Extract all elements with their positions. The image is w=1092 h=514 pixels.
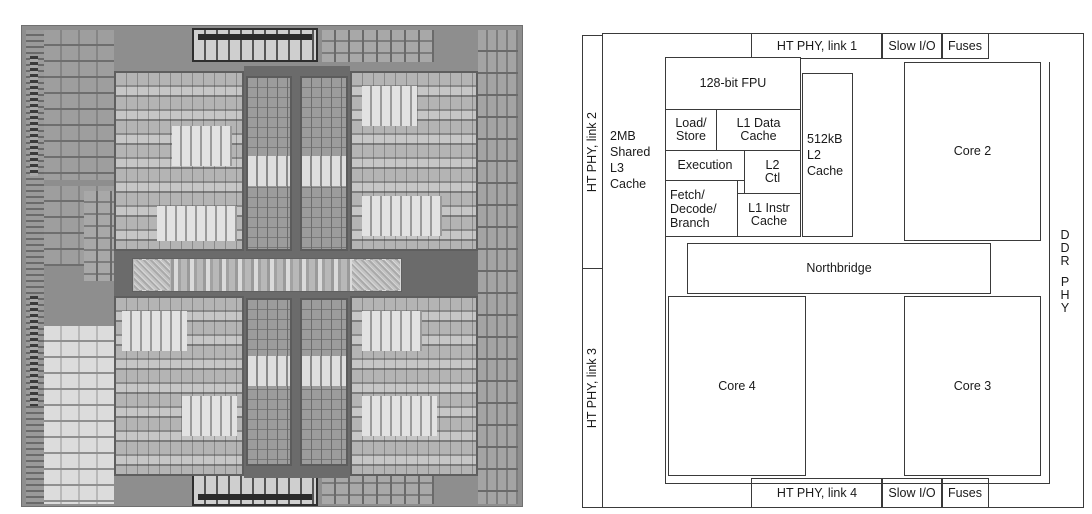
die-l3-array-upper [44, 30, 114, 180]
core-region-outline-left [665, 236, 751, 484]
die-l2-top-left-tags [248, 156, 290, 186]
load-store-block: Load/ Store [665, 109, 717, 151]
fuses-bottom-label: Fuses [947, 485, 983, 500]
die-l2-top-right-tags [302, 156, 346, 186]
ht-phy-link1-block: HT PHY, link 1 [751, 33, 883, 59]
die-northbridge-logic-left [134, 260, 170, 290]
die-l3-array-lower [44, 326, 114, 504]
die-core-top-left-cache-2 [157, 206, 237, 241]
core2-label: Core 2 [953, 144, 992, 158]
ddr-phy-letter: P [1060, 275, 1070, 289]
fpu-label: 128-bit FPU [699, 76, 767, 90]
die-core-bottom-left-cache-2 [182, 396, 237, 436]
die-l2-bottom-right-tags [302, 356, 346, 386]
die-top-io-pads [198, 34, 312, 40]
ddr-phy-label: D D R P H Y [1058, 229, 1072, 315]
execution-block: Execution [665, 150, 745, 181]
die-core-bottom-right-cache-2 [362, 396, 437, 436]
die-core-bottom-left-cache [122, 311, 187, 351]
core4-label: Core 4 [718, 378, 756, 393]
slow-io-bottom-block: Slow I/O [881, 478, 943, 508]
ht-phy-link2-block: HT PHY, link 2 [582, 35, 603, 269]
ht-phy-link4-block: HT PHY, link 4 [751, 478, 883, 508]
die-l2-bottom-left-tags [248, 356, 290, 386]
die-left-pad-row-lower [30, 296, 38, 406]
core3-block: Core 3 [904, 296, 1041, 476]
ddr-phy-letter: Y [1060, 301, 1070, 315]
die-photo [21, 25, 523, 507]
slow-io-bottom-label: Slow I/O [888, 485, 936, 500]
l3-cache-label: 2MB Shared L3 Cache [610, 129, 651, 191]
die-bottom-io-pads [198, 494, 312, 500]
die-core-bottom-right-cache [362, 311, 422, 351]
l1-instr-cache-block: L1 Instr Cache [737, 193, 801, 237]
die-left-pad-row-upper [30, 56, 38, 176]
die-core-top-right-cache-2 [362, 196, 442, 236]
die-core-top-left-cache [172, 126, 232, 166]
die-core-top-right-cache [362, 86, 417, 126]
core3-label: Core 3 [953, 378, 992, 393]
northbridge-label: Northbridge [806, 261, 872, 275]
slow-io-top-block: Slow I/O [881, 33, 943, 59]
die-northbridge-logic-right [352, 260, 400, 290]
l2-cache-block: 512kB L2 Cache [802, 73, 853, 237]
slow-io-top-label: Slow I/O [888, 38, 936, 53]
northbridge-block: Northbridge [687, 243, 991, 294]
fpu-block: 128-bit FPU [665, 57, 801, 110]
ht-phy-link4-label: HT PHY, link 4 [776, 485, 858, 500]
ddr-phy-letter: R [1060, 254, 1070, 268]
fuses-top-label: Fuses [947, 38, 983, 53]
ht-phy-link2-label: HT PHY, link 2 [585, 111, 599, 193]
l1-instr-cache-label: L1 Instr Cache [748, 201, 790, 228]
ddr-phy-letter: D [1060, 241, 1070, 255]
ht-phy-link3-block: HT PHY, link 3 [582, 268, 603, 508]
l1-data-cache-label: L1 Data Cache [736, 116, 781, 143]
die-top-misc [322, 30, 434, 62]
ddr-phy-letter: H [1060, 288, 1070, 302]
l2-ctl-label: L2 Ctl [764, 158, 781, 185]
fetch-decode-branch-block: Fetch/ Decode/ Branch [665, 180, 738, 237]
fetch-decode-branch-label: Fetch/ Decode/ Branch [670, 187, 717, 230]
ht-phy-link1-label: HT PHY, link 1 [776, 38, 858, 53]
die-l3-logic [84, 191, 116, 281]
l2-cache-label: 512kB L2 Cache [807, 132, 844, 178]
execution-label: Execution [677, 158, 733, 172]
fuses-bottom-block: Fuses [941, 478, 989, 508]
fuses-top-block: Fuses [941, 33, 989, 59]
ht-phy-link3-label: HT PHY, link 3 [585, 347, 599, 429]
core4-block: Core 4 [668, 296, 806, 476]
core-region-outline [665, 62, 1050, 484]
load-store-label: Load/ Store [675, 116, 707, 143]
ddr-phy-letter: D [1060, 228, 1070, 242]
die-right-io-ring [478, 30, 518, 504]
l1-data-cache-block: L1 Data Cache [716, 109, 801, 151]
core2-block: Core 2 [904, 62, 1041, 241]
l2-ctl-block: L2 Ctl [744, 150, 801, 194]
